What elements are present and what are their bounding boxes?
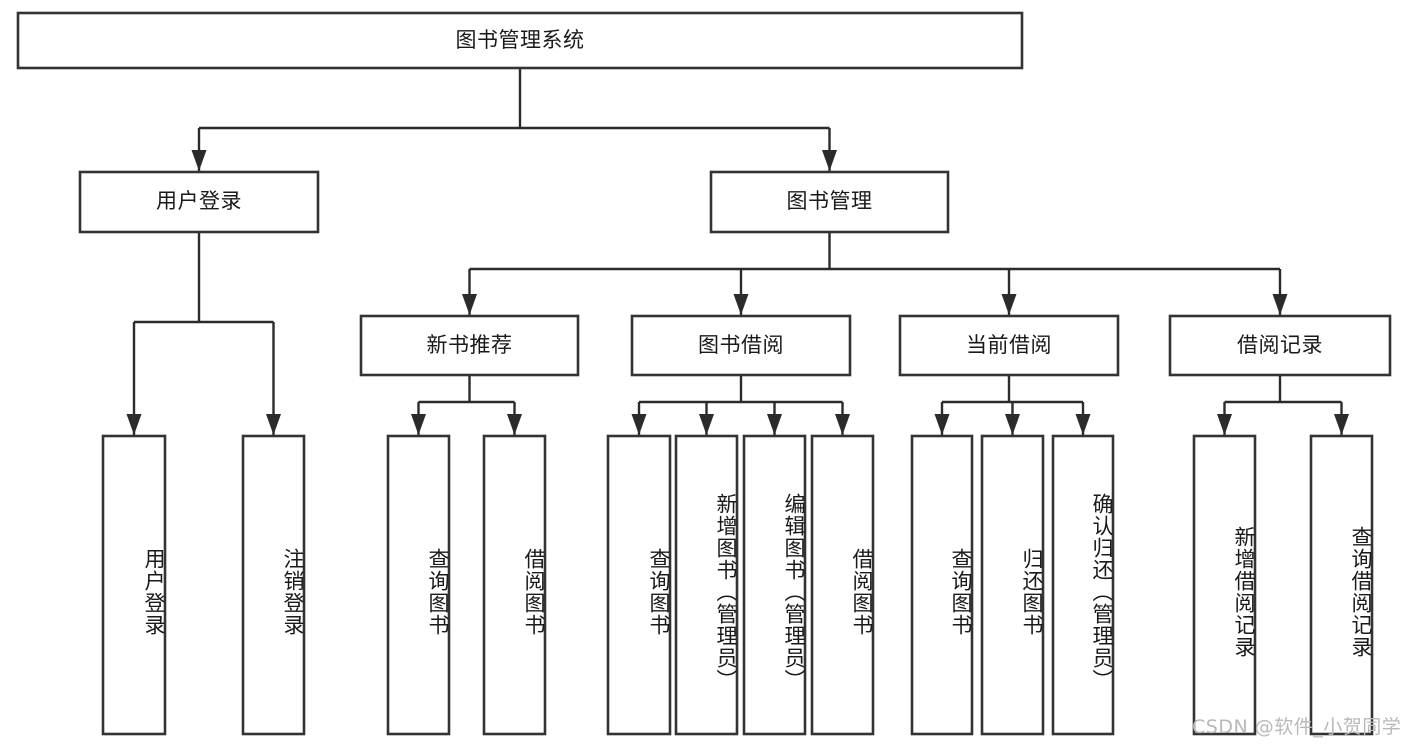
arrow-head-icon: [507, 414, 522, 435]
arrow-head-icon: [1272, 294, 1288, 315]
arrow-head-icon: [835, 414, 850, 435]
arrow-head-icon: [191, 150, 207, 171]
node-box-root[interactable]: [16, 11, 1024, 70]
node-box-leaf9[interactable]: [910, 434, 974, 736]
node-box-current[interactable]: [898, 314, 1120, 377]
node-box-login[interactable]: [78, 170, 320, 234]
node-box-borrow[interactable]: [630, 314, 852, 377]
connector-layer: [126, 68, 1349, 435]
arrow-head-icon: [462, 294, 477, 315]
node-box-leaf7[interactable]: [742, 434, 807, 736]
node-box-leaf2[interactable]: [241, 434, 306, 736]
node-box-leaf5[interactable]: [606, 434, 672, 736]
node-box-layer: [16, 11, 1392, 736]
node-box-leaf4[interactable]: [482, 434, 547, 736]
arrow-head-icon: [1217, 414, 1232, 435]
arrow-head-icon: [266, 414, 281, 435]
arrow-head-icon: [934, 414, 950, 435]
arrow-head-icon: [631, 414, 647, 435]
node-box-records[interactable]: [1168, 314, 1392, 377]
node-box-leaf8[interactable]: [810, 434, 875, 736]
node-box-leaf13[interactable]: [1309, 434, 1374, 736]
arrow-head-icon: [1005, 414, 1020, 435]
arrow-head-icon: [1075, 414, 1091, 435]
node-box-newbook[interactable]: [359, 314, 580, 377]
arrow-head-icon: [411, 414, 426, 435]
node-box-leaf11[interactable]: [1051, 434, 1115, 736]
arrow-head-icon: [1001, 294, 1017, 315]
node-box-leaf12[interactable]: [1192, 434, 1257, 736]
arrow-head-icon: [126, 414, 142, 435]
arrow-head-icon: [733, 294, 749, 315]
node-box-leaf6[interactable]: [674, 434, 739, 736]
node-box-leaf10[interactable]: [980, 434, 1045, 736]
arrow-head-icon: [767, 414, 782, 435]
watermark-text: CSDN @软件_小贺同学: [1192, 716, 1402, 738]
node-box-leaf3[interactable]: [386, 434, 451, 736]
arrow-head-icon: [822, 150, 837, 171]
arrow-head-icon: [699, 414, 714, 435]
arrow-head-icon: [1334, 414, 1349, 435]
node-box-bookmgmt[interactable]: [709, 170, 950, 234]
node-box-leaf1[interactable]: [101, 434, 167, 736]
